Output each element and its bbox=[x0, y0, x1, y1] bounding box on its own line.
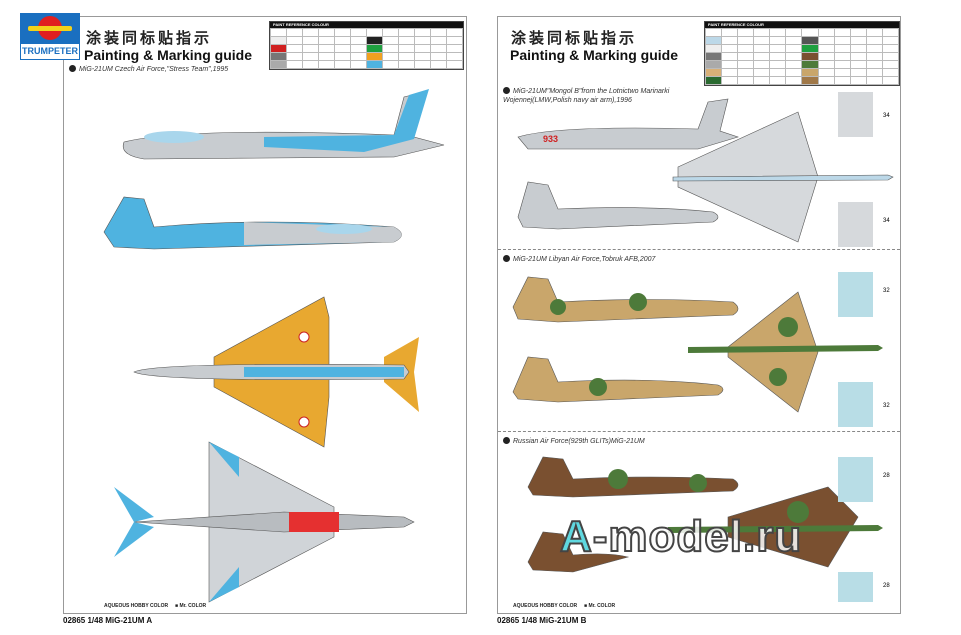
fin-callout: 28 bbox=[883, 583, 890, 589]
tail-number: 933 bbox=[543, 134, 558, 144]
section-b-title: MiG-21UM"Mongol B"from the Lotnictwo Mar… bbox=[503, 87, 670, 104]
fin-callout: 34 bbox=[883, 218, 890, 224]
fin-callout: 34 bbox=[883, 113, 890, 119]
fin-callout: 32 bbox=[883, 288, 890, 294]
aircraft-drawings-a bbox=[103, 89, 445, 603]
bottom-view bbox=[114, 441, 415, 603]
fin-callout: 28 bbox=[883, 473, 890, 479]
left-page: 涂装同标贴指示 Painting & Marking guide MiG-21U… bbox=[63, 16, 467, 614]
title-cn: 涂装同标贴指示 bbox=[511, 30, 638, 47]
title-en: Painting & Marking guide bbox=[84, 47, 253, 63]
fin-callout: 32 bbox=[883, 403, 890, 409]
watermark: A-model.ru bbox=[559, 511, 803, 562]
right-page: 涂装同标贴指示 Painting & Marking guide PAINT R… bbox=[497, 16, 901, 614]
title-cn: 涂装同标贴指示 bbox=[86, 30, 213, 47]
aircraft-drawings-bcd: 933 34 34 32 32 28 28 bbox=[512, 92, 894, 602]
paint-legend: AQUEOUS HOBBY COLOR ■ Mr. COLOR bbox=[513, 603, 616, 609]
paint-legend: AQUEOUS HOBBY COLOR ■ Mr. COLOR bbox=[104, 603, 207, 609]
section-c-title: MiG-21UM Libyan Air Force,Tobruk AFB,200… bbox=[503, 255, 655, 264]
top-view bbox=[133, 296, 419, 448]
section-divider bbox=[498, 431, 900, 432]
section-divider bbox=[498, 249, 900, 250]
paint-reference-table: PAINT REFERENCE COLOUR bbox=[269, 21, 464, 70]
footer-left: 02865 1/48 MiG-21UM A bbox=[63, 616, 153, 625]
paint-reference-table: PAINT REFERENCE COLOUR bbox=[704, 21, 900, 86]
section-a-title: MiG-21UM Czech Air Force,"Stress Team",1… bbox=[69, 65, 228, 74]
trumpeter-logo: TRUMPETER bbox=[20, 13, 80, 60]
footer-right: 02865 1/48 MiG-21UM B bbox=[497, 616, 587, 625]
trumpet-icon bbox=[28, 26, 72, 31]
title-en: Painting & Marking guide bbox=[510, 47, 679, 63]
logo-text: TRUMPETER bbox=[20, 43, 80, 60]
section-d-title: Russian Air Force(929th GLITs)MiG-21UM bbox=[503, 437, 645, 446]
side-view-left bbox=[122, 89, 445, 160]
side-view-right bbox=[103, 196, 402, 250]
